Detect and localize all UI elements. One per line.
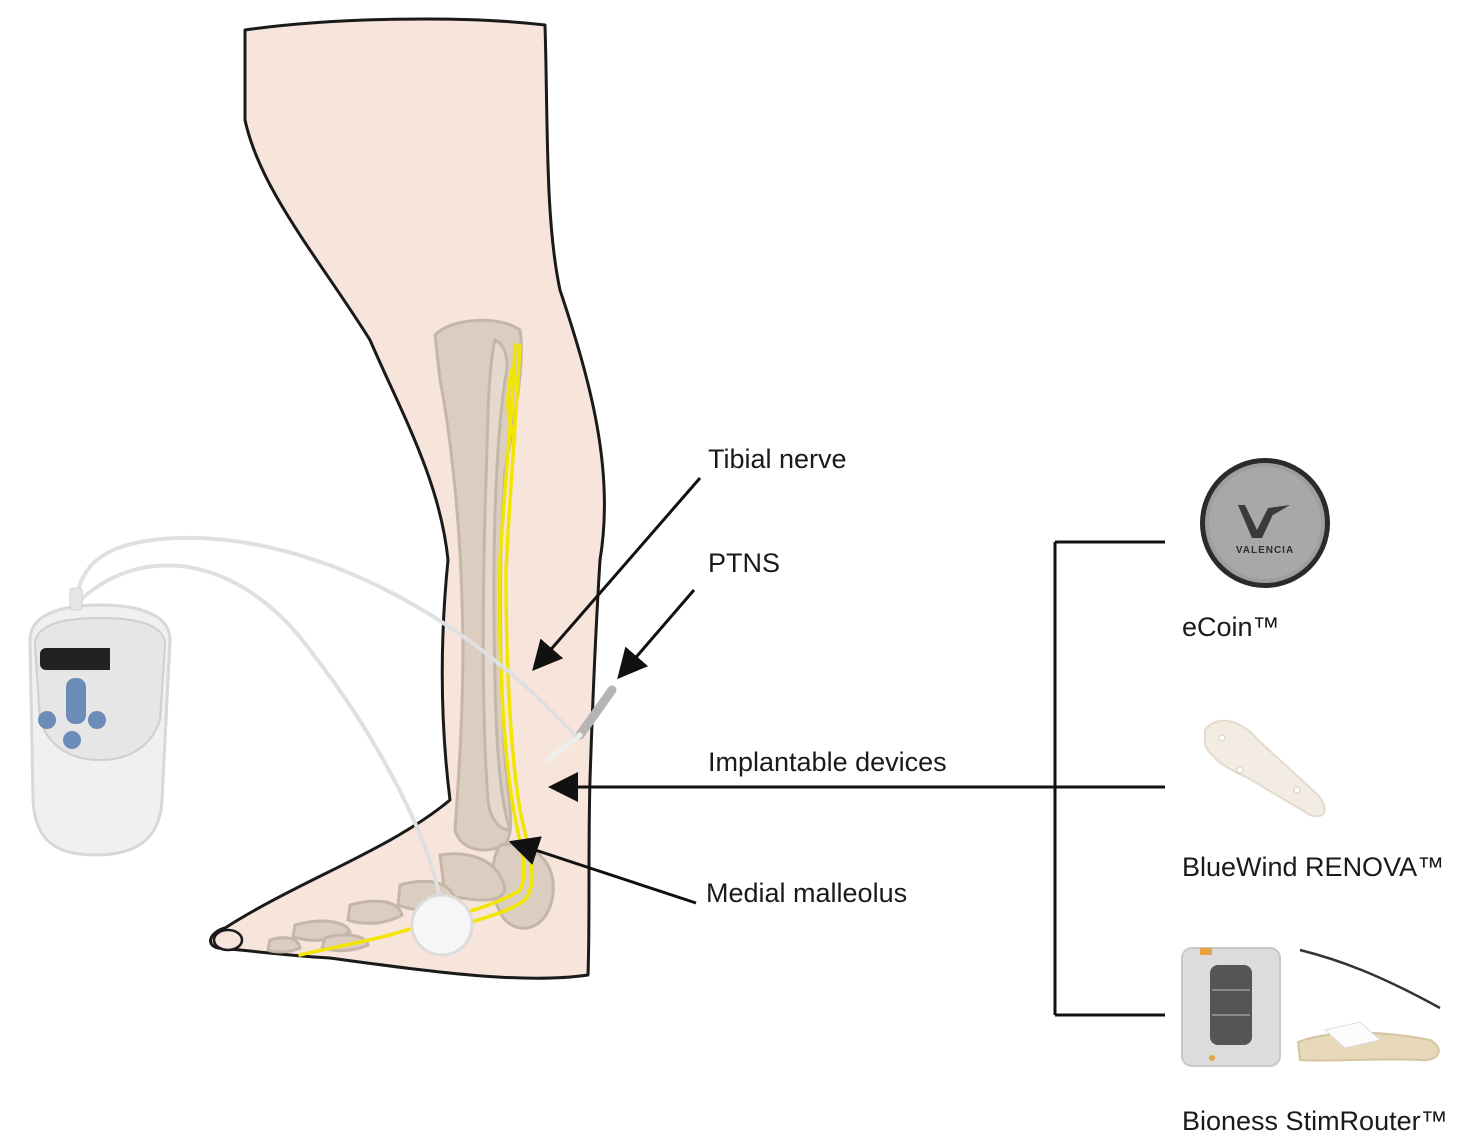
arrow-medial-malleolus: [508, 836, 697, 905]
big-toe: [212, 928, 244, 952]
leg-bones: [266, 318, 555, 954]
label-tibial-nerve: Tibial nerve: [708, 444, 847, 474]
bluewind-renova-device-image: [1204, 719, 1326, 818]
label-implantable-devices: Implantable devices: [708, 747, 947, 777]
bioness-stimrouter-device-image: [1181, 947, 1441, 1067]
ecoin-device-image: VALENCIA: [1200, 458, 1330, 588]
device-left-button: [38, 711, 56, 729]
device-right-button: [88, 711, 106, 729]
label-bluewind-renova: BlueWind RENOVA™: [1182, 852, 1445, 882]
device-center-button: [66, 678, 86, 724]
tibial-nerve-path: [298, 343, 534, 957]
valencia-logo-icon: [1238, 505, 1276, 538]
label-ecoin: eCoin™: [1182, 612, 1280, 642]
ptns-stimulator-device: [28, 587, 172, 857]
arrow-ptns: [617, 589, 696, 680]
ptns-needle: [545, 685, 617, 763]
lead-wires: [73, 535, 577, 902]
device-bracket: [1053, 540, 1165, 1017]
ankle-electrode: [410, 893, 474, 957]
leg-outline: [209, 17, 606, 980]
label-ptns: PTNS: [708, 548, 781, 578]
ecoin-logo-text: VALENCIA: [1236, 545, 1294, 556]
callout-arrows: [508, 477, 1055, 905]
device-screen: [40, 648, 110, 670]
device-bottom-button: [63, 731, 81, 749]
label-bioness-stimrouter: Bioness StimRouter™: [1182, 1106, 1448, 1136]
label-medial-malleolus: Medial malleolus: [706, 878, 908, 908]
arrow-tibial-nerve: [532, 477, 702, 672]
